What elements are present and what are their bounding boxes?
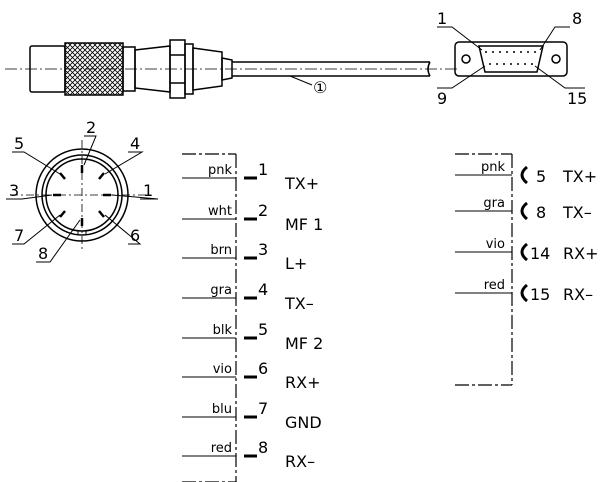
circular-pin-2-label: 2 bbox=[86, 118, 96, 137]
left-pin-6: 6 bbox=[258, 359, 268, 378]
left-pin-2: 2 bbox=[258, 201, 268, 220]
right-wiring-frame bbox=[455, 153, 513, 386]
left-pin-3: 3 bbox=[258, 240, 268, 259]
right-signal-2: TX– bbox=[562, 203, 592, 222]
right-pin-1: 5 bbox=[536, 167, 546, 186]
circular-pin-5-label: 5 bbox=[14, 134, 24, 153]
dsub-pin-15-label: 15 bbox=[567, 89, 587, 108]
right-pin-3: 14 bbox=[530, 244, 550, 263]
left-signal-1: TX+ bbox=[284, 174, 319, 193]
left-signal-7: GND bbox=[285, 413, 322, 432]
left-pin-7: 7 bbox=[258, 399, 268, 418]
left-wire-color-3: brn bbox=[210, 243, 232, 258]
right-wiring-text: pnk 5 TX+ gra 8 TX– vio 14 RX+ red 15 RX… bbox=[481, 160, 599, 304]
dsub-pin-8-label: 8 bbox=[572, 9, 582, 28]
left-pin-4: 4 bbox=[258, 280, 268, 299]
left-wire-color-4: gra bbox=[210, 283, 232, 298]
left-signal-5: MF 2 bbox=[285, 334, 323, 353]
right-row-4 bbox=[455, 283, 528, 303]
right-wire-color-2: gra bbox=[483, 196, 505, 211]
left-wire-color-7: blu bbox=[212, 402, 232, 417]
left-wire-color-5: blk bbox=[213, 323, 233, 338]
right-wire-color-4: red bbox=[484, 278, 505, 293]
circular-pin-3-label: 3 bbox=[9, 181, 19, 200]
right-pin-4: 15 bbox=[530, 285, 550, 304]
cable-assembly bbox=[5, 39, 460, 99]
left-wire-color-6: vio bbox=[213, 362, 232, 377]
left-signal-8: RX– bbox=[285, 452, 315, 471]
left-pin-5: 5 bbox=[258, 320, 268, 339]
right-wiring-rows bbox=[455, 165, 528, 303]
right-wire-color-1: pnk bbox=[481, 160, 505, 175]
right-signal-4: RX– bbox=[563, 285, 593, 304]
left-wiring-text: pnk 1 TX+ wht 2 MF 1 brn 3 L+ gra 4 TX– … bbox=[208, 160, 323, 471]
left-signal-6: RX+ bbox=[285, 373, 320, 392]
left-pin-8: 8 bbox=[258, 438, 268, 457]
dsub-pin-dots bbox=[485, 51, 536, 65]
circular-connector bbox=[10, 140, 154, 250]
circular-pin-7-label: 7 bbox=[14, 226, 24, 245]
circular-pin-1-label: 1 bbox=[143, 181, 153, 200]
right-signal-1: TX+ bbox=[562, 167, 597, 186]
left-wire-color-8: red bbox=[211, 441, 232, 456]
left-wire-color-1: pnk bbox=[208, 163, 232, 178]
dsub-connector bbox=[454, 41, 568, 77]
dsub-leaders bbox=[437, 26, 585, 89]
left-wiring-rows bbox=[182, 176, 257, 458]
circular-leaders bbox=[6, 135, 159, 263]
right-row-2 bbox=[455, 201, 528, 221]
left-pin-1: 1 bbox=[258, 160, 268, 179]
right-row-1 bbox=[455, 165, 528, 185]
left-wiring-frame bbox=[182, 153, 237, 482]
circular-pins bbox=[53, 165, 111, 226]
left-signal-4: TX– bbox=[284, 294, 314, 313]
left-wire-color-2: wht bbox=[208, 204, 232, 219]
dsub-pin-1-label: 1 bbox=[437, 9, 447, 28]
right-pin-2: 8 bbox=[536, 203, 546, 222]
right-wire-color-3: vio bbox=[486, 237, 505, 252]
circular-pin-8-label: 8 bbox=[38, 244, 48, 263]
dsub-pin-9-label: 9 bbox=[437, 89, 447, 108]
circular-pin-4-label: 4 bbox=[130, 134, 140, 153]
left-signal-3: L+ bbox=[285, 254, 307, 273]
callout-marker: ① bbox=[313, 78, 327, 97]
circular-pin-6-label: 6 bbox=[130, 226, 140, 245]
right-signal-3: RX+ bbox=[563, 244, 598, 263]
right-row-3 bbox=[455, 242, 528, 262]
left-signal-2: MF 1 bbox=[285, 215, 323, 234]
